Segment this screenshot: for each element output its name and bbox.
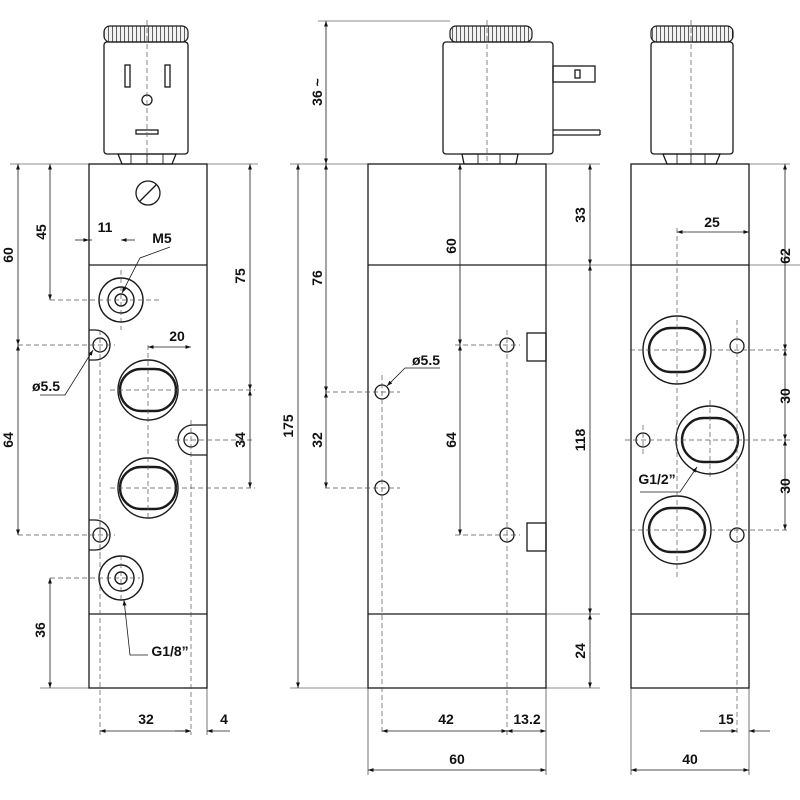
dim-right-25: 25 [704,214,720,230]
dim-front-20: 20 [169,328,185,344]
dim-side-64: 64 [443,432,459,448]
dim-front-g18: G1/8” [151,643,188,659]
dim-right-24: 24 [572,643,588,659]
right-knurled-cap [650,25,734,43]
side-connector-tab [552,65,596,83]
manual-override-screw [135,180,161,206]
front-coil-pin-right [164,64,171,88]
dim-side-60: 60 [443,238,459,254]
front-valve-body [88,163,208,689]
front-view: 60 45 11 M5 20 ø5.5 64 75 34 36 G1/8” 32… [0,20,258,735]
dim-side-76: 76 [309,270,325,286]
right-view: 33 25 62 118 30 30 G1/2” 24 15 40 [546,20,800,775]
dim-right-118: 118 [572,428,588,451]
dim-front-11: 11 [98,219,113,235]
dim-side-13-2: 13.2 [513,711,540,727]
dim-side-60w: 60 [449,751,465,767]
dim-right-15: 15 [718,711,734,727]
dim-front-36: 36 [32,622,48,638]
dim-right-30b: 30 [777,478,793,494]
side-knurled-cap [449,25,533,43]
front-coil-pin-left [124,64,131,88]
dim-side-32: 32 [309,432,325,448]
front-knurled-cap [103,25,189,43]
dim-front-32: 32 [138,711,154,727]
dim-right-62: 62 [777,248,793,264]
dim-front-60: 60 [0,247,16,263]
dim-front-64: 64 [0,432,16,448]
dim-front-34: 34 [232,432,248,448]
side-solenoid-coil [442,41,554,155]
dim-side-175: 175 [280,414,296,438]
side-view: 36 ~ 175 76 60 ø5.5 32 64 42 13.2 60 [280,20,601,775]
dim-side-36: 36 ~ [309,78,325,106]
dim-right-g12: G1/2” [638,471,675,487]
dim-front-m5: M5 [152,230,172,246]
dim-side-42: 42 [438,711,454,727]
front-solenoid-coil [103,41,189,155]
dim-right-33: 33 [572,207,588,223]
dim-front-4: 4 [220,711,228,727]
dim-front-dia55: ø5.5 [32,378,60,394]
side-valve-body [367,163,547,689]
right-valve-body [630,163,750,689]
dim-front-75: 75 [232,268,248,284]
dim-right-30a: 30 [777,388,793,404]
right-solenoid-coil [650,41,734,155]
dim-front-45: 45 [33,224,49,240]
dim-right-40: 40 [682,751,698,767]
dim-side-dia55: ø5.5 [412,352,440,368]
